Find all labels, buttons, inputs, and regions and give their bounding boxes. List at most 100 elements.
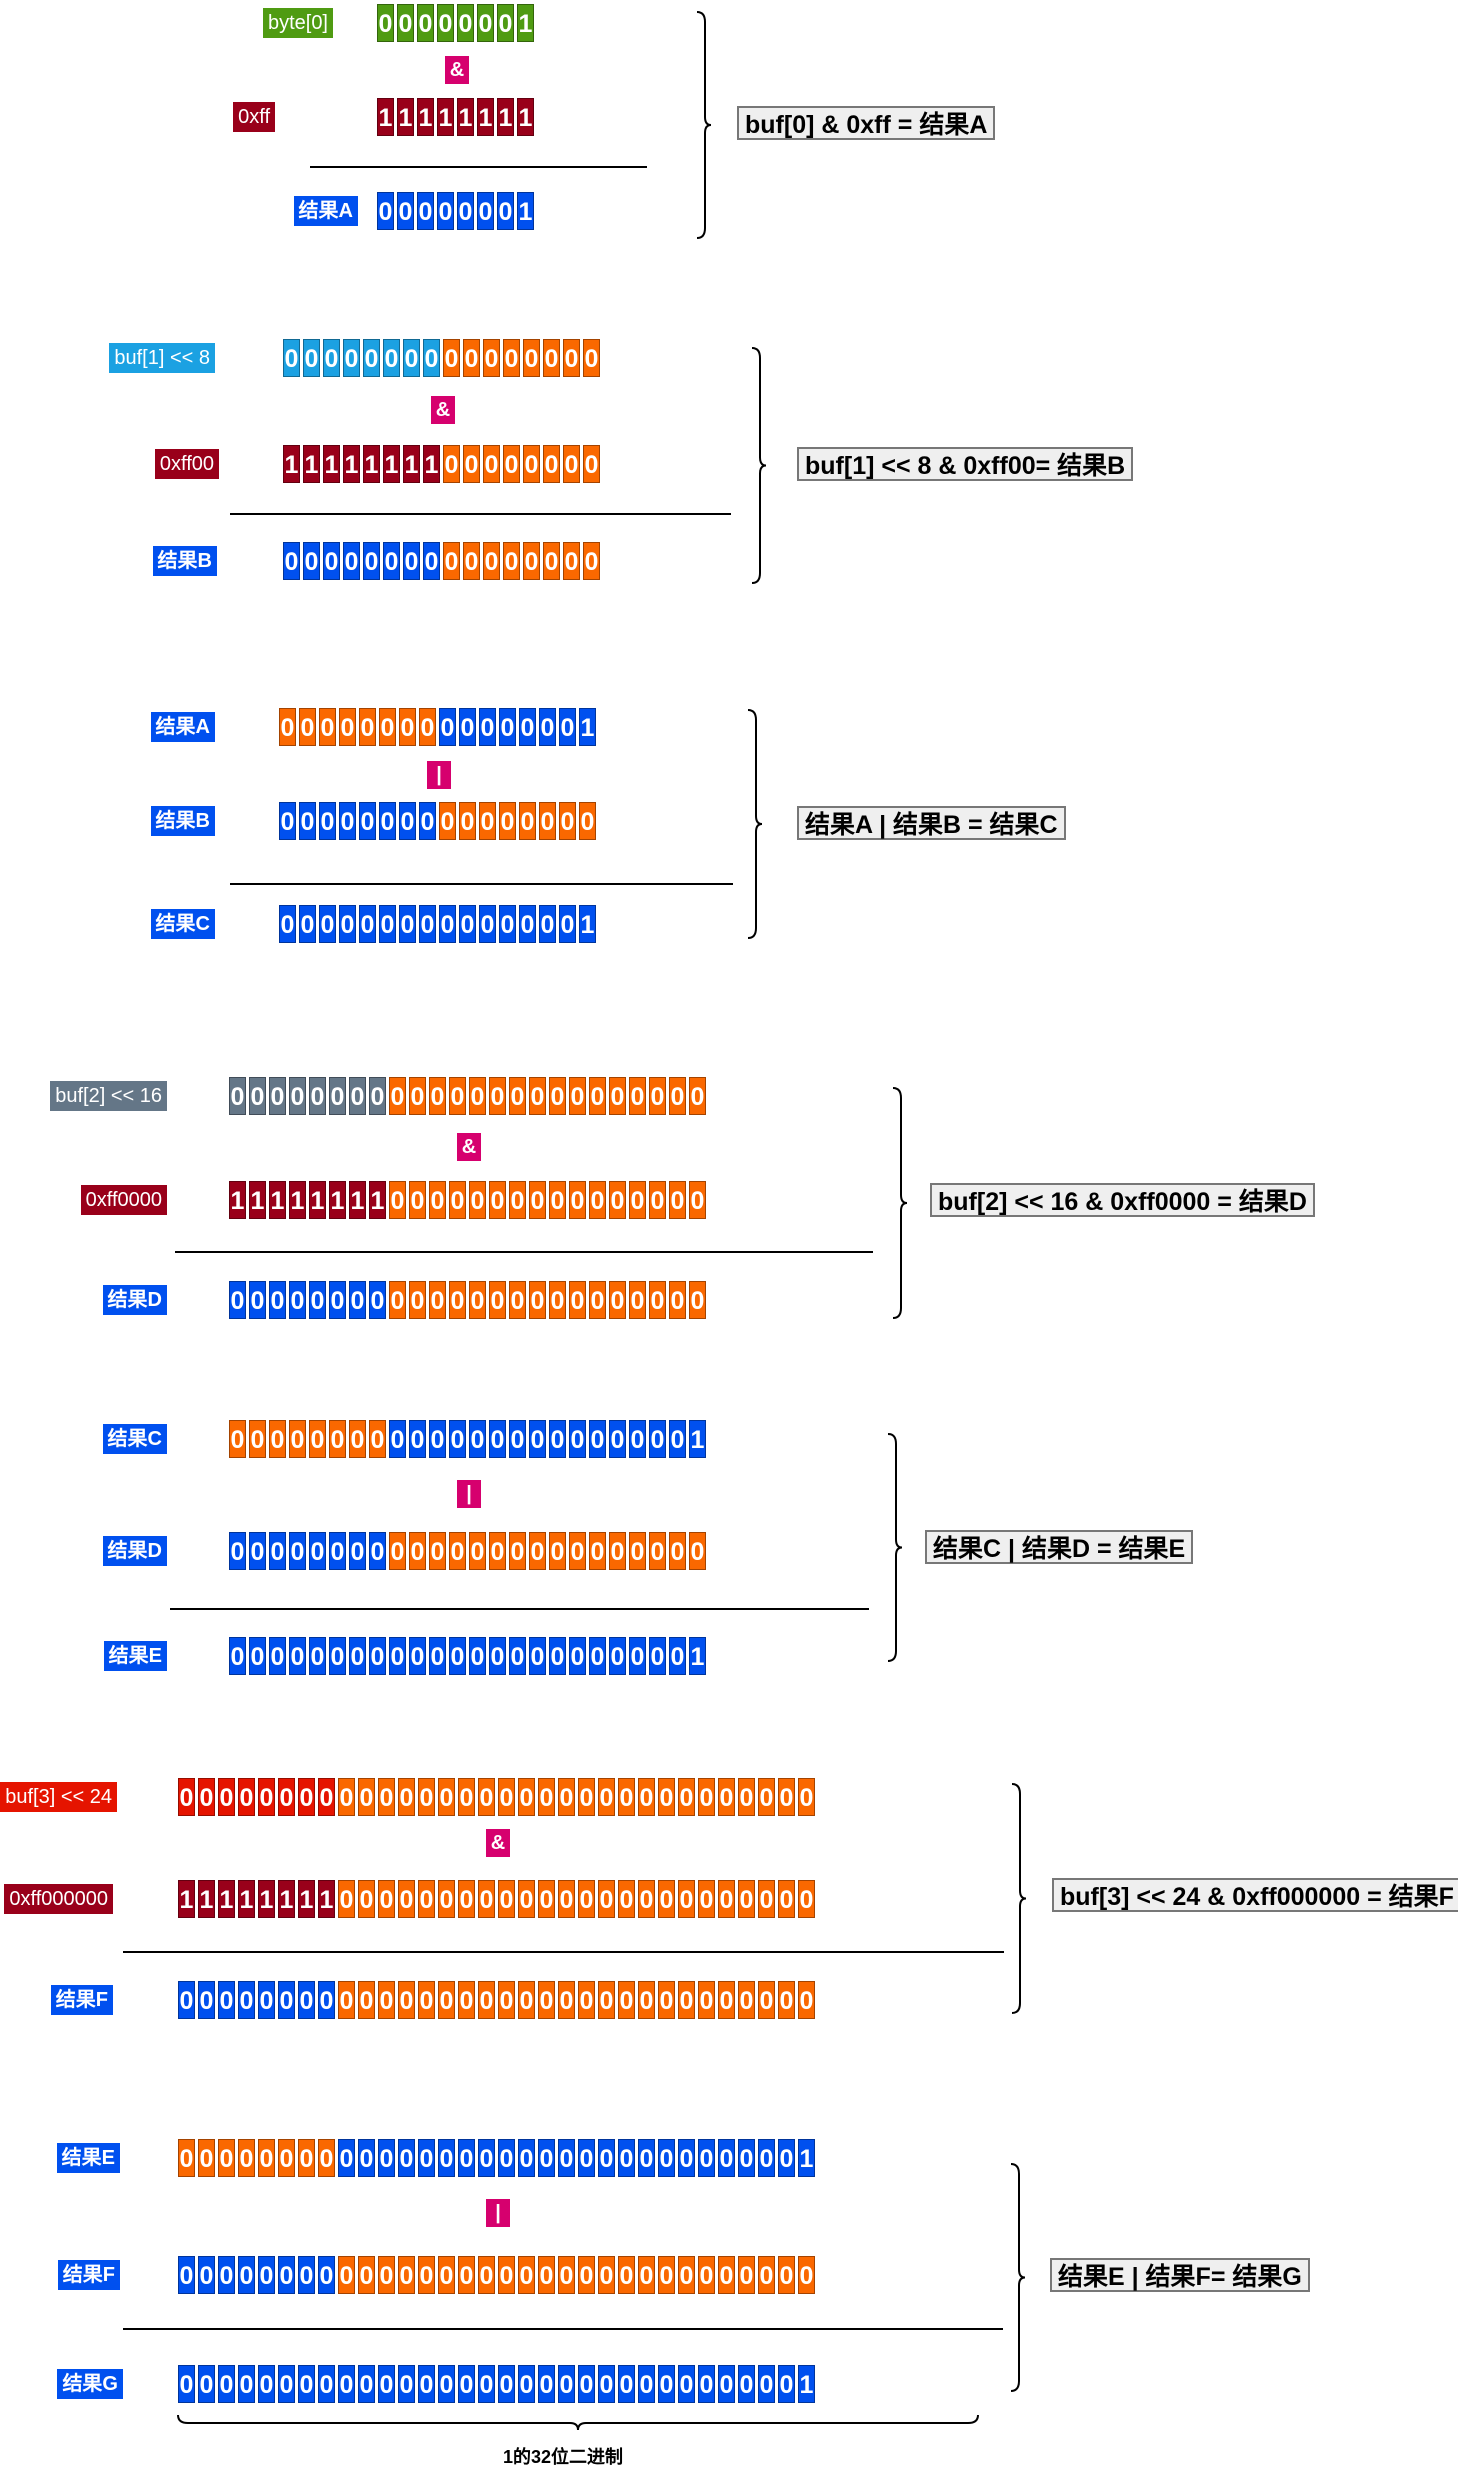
bit-cell: 0 (478, 1880, 495, 1918)
bit-cell: 0 (718, 2256, 735, 2294)
row-label: 结果C (150, 909, 215, 939)
bit-cell: 0 (629, 1420, 646, 1458)
bit-cell: 0 (323, 542, 340, 580)
bit-cell: 0 (499, 708, 516, 746)
bit-cell: 0 (358, 1981, 375, 2019)
bit-cell: 0 (378, 2139, 395, 2177)
bit-cell: 0 (529, 1281, 546, 1319)
bit-cell: 0 (558, 1880, 575, 1918)
bit-cell: 0 (459, 905, 476, 943)
bit-cell: 0 (578, 2256, 595, 2294)
bit-cell: 0 (278, 2256, 295, 2294)
bit-cell: 0 (758, 2365, 775, 2403)
bit-cell: 0 (438, 1981, 455, 2019)
bit-cell: 0 (419, 802, 436, 840)
bit-cell: 0 (389, 1532, 406, 1570)
block-brace (696, 11, 712, 239)
block-brace (1011, 1783, 1027, 2014)
bit-cell: 0 (338, 2139, 355, 2177)
bit-cell: 0 (238, 1778, 255, 1816)
bit-cell: 0 (538, 1778, 555, 1816)
bit-cell: 0 (339, 708, 356, 746)
bit-cell: 0 (518, 2365, 535, 2403)
bit-cell: 0 (629, 1637, 646, 1675)
result-equation: 结果A | 结果B = 结果C (797, 806, 1066, 840)
row-label: 结果D (102, 1536, 167, 1566)
bit-cell: 0 (338, 1778, 355, 1816)
bit-cell: 0 (249, 1637, 266, 1675)
bit-cell: 0 (418, 1981, 435, 2019)
bit-cell: 0 (638, 2256, 655, 2294)
bit-cell: 0 (249, 1281, 266, 1319)
bit-cell: 1 (403, 445, 420, 483)
bit-cell: 0 (398, 1981, 415, 2019)
bit-cell: 0 (283, 542, 300, 580)
bit-cell: 0 (298, 2365, 315, 2403)
bit-cell: 0 (238, 2139, 255, 2177)
bit-cell: 1 (798, 2365, 815, 2403)
bit-cell: 0 (457, 4, 474, 42)
bit-cell: 0 (458, 1778, 475, 1816)
bit-cell: 0 (509, 1281, 526, 1319)
bit-cell: 0 (758, 2256, 775, 2294)
bit-cell: 0 (539, 802, 556, 840)
bit-cell: 0 (458, 2256, 475, 2294)
block-brace (892, 1087, 908, 1319)
bit-cell: 0 (698, 1981, 715, 2019)
bit-cell: 0 (409, 1281, 426, 1319)
bit-cell: 1 (517, 4, 534, 42)
bit-cell: 0 (498, 2365, 515, 2403)
bit-cell: 0 (669, 1420, 686, 1458)
bit-cell: 0 (229, 1532, 246, 1570)
result-equation: buf[1] << 8 & 0xff00= 结果B (797, 447, 1134, 481)
bit-cell: 0 (349, 1532, 366, 1570)
separator-line (123, 2328, 1003, 2330)
bit-cell: 0 (383, 542, 400, 580)
bit-cell: 0 (598, 2365, 615, 2403)
bit-cell: 0 (399, 708, 416, 746)
bit-cell: 0 (689, 1532, 706, 1570)
bit-cell: 0 (649, 1420, 666, 1458)
bit-cell: 0 (438, 1778, 455, 1816)
bit-cell: 0 (439, 905, 456, 943)
bit-cell: 0 (378, 1981, 395, 2019)
bit-cell: 0 (649, 1077, 666, 1115)
row-label: 0xff0000 (80, 1185, 167, 1215)
bit-cell: 0 (738, 1778, 755, 1816)
bit-cell: 0 (358, 2139, 375, 2177)
bit-cell: 1 (423, 445, 440, 483)
bit-cell: 0 (499, 802, 516, 840)
bit-cell: 0 (498, 1778, 515, 1816)
bit-cell: 0 (329, 1637, 346, 1675)
bit-cell: 0 (758, 2139, 775, 2177)
bit-cell: 0 (589, 1637, 606, 1675)
operator-symbol: & (431, 396, 455, 424)
bit-cell: 0 (519, 802, 536, 840)
bit-cell: 0 (758, 1778, 775, 1816)
operator-symbol: & (486, 1829, 510, 1857)
bit-cell: 1 (517, 192, 534, 230)
bit-cell: 0 (649, 1281, 666, 1319)
bit-cell: 0 (409, 1181, 426, 1219)
bit-cell: 0 (249, 1077, 266, 1115)
bit-cell: 0 (423, 542, 440, 580)
bit-cell: 0 (538, 1880, 555, 1918)
bit-cell: 0 (629, 1281, 646, 1319)
bit-cell: 0 (518, 2256, 535, 2294)
bit-cell: 0 (649, 1181, 666, 1219)
bit-cell: 0 (658, 2256, 675, 2294)
bit-cell: 0 (449, 1077, 466, 1115)
bit-cell: 0 (458, 2365, 475, 2403)
bit-cell: 0 (339, 905, 356, 943)
bit-cell: 0 (678, 1778, 695, 1816)
bit-cell: 0 (458, 1981, 475, 2019)
bit-cell: 0 (778, 1880, 795, 1918)
operator-symbol: | (486, 2199, 510, 2227)
